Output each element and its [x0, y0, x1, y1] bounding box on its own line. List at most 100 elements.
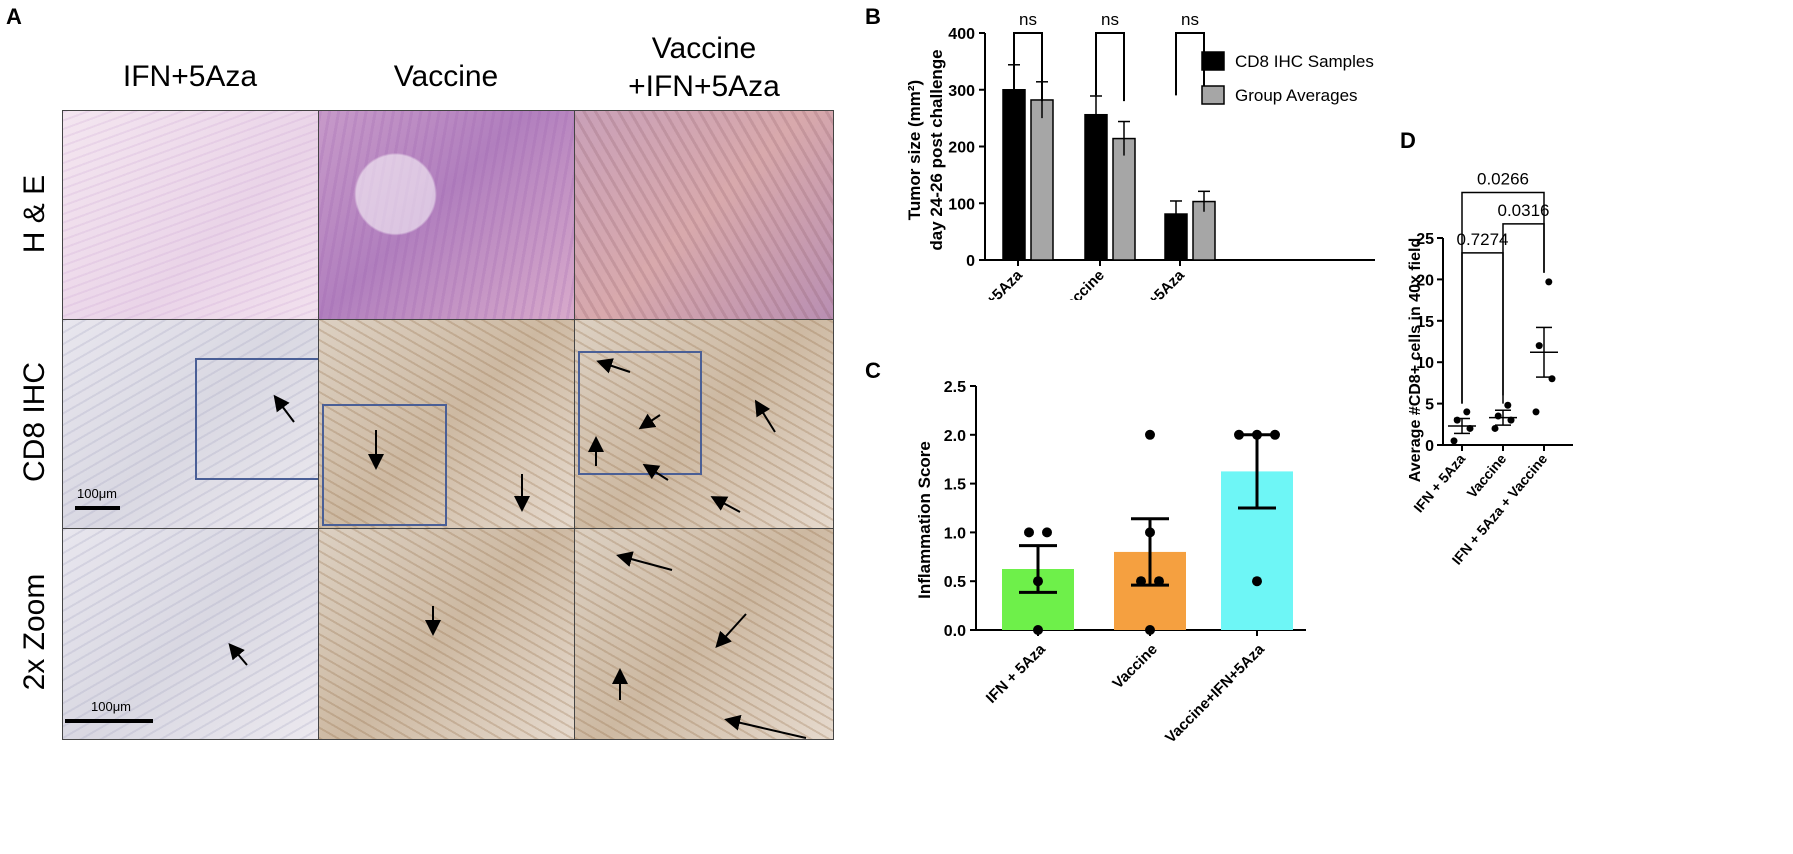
y-tick-label: 0	[1425, 438, 1434, 455]
bar	[1084, 113, 1108, 261]
y-axis-label: Average #CD8+ cells in 40x field	[1407, 238, 1424, 482]
comparison-bracket	[1461, 191, 1545, 404]
zoom-region-box	[322, 404, 447, 526]
y-tick-label: 100	[948, 196, 975, 213]
y-axis-label-line2: day 24-26 post challenge	[927, 49, 946, 250]
data-point	[1504, 401, 1512, 409]
y-axis-label: Inflammation Score	[915, 441, 934, 599]
x-tick-label: Vaccine+IFN+5Aza	[1162, 640, 1268, 746]
arrow	[273, 394, 295, 423]
data-point	[1154, 576, 1164, 587]
legend-label: CD8 IHC Samples	[1235, 52, 1374, 71]
y-tick-label: 0.5	[944, 574, 966, 591]
legend-swatch	[1201, 51, 1225, 71]
data-point	[1466, 424, 1474, 432]
column-header-vaccine-combo-line1: Vaccine	[651, 32, 757, 65]
y-tick-label: 15	[1416, 314, 1434, 331]
x-tick-label: Vaccine	[1109, 641, 1161, 693]
y-tick-label: 400	[948, 26, 975, 43]
legend-swatch	[1201, 85, 1225, 105]
significance-bracket	[1175, 32, 1205, 102]
data-point	[1033, 576, 1043, 587]
arrow	[715, 613, 747, 648]
panel-letter-a: A	[6, 4, 22, 29]
significance-label: ns	[1019, 10, 1037, 29]
y-tick-label: 25	[1416, 231, 1434, 248]
y-tick-label: 0.0	[944, 623, 966, 640]
arrow	[638, 413, 661, 430]
column-header-ifn-5aza: IFN+5Aza	[122, 60, 258, 93]
zoom-region-box	[578, 351, 702, 475]
data-point	[1463, 408, 1471, 416]
annotation-arrows	[228, 358, 807, 739]
data-point	[1234, 429, 1244, 440]
significance-label: ns	[1101, 10, 1119, 29]
data-point	[1145, 429, 1155, 440]
x-tick-label: IFN+5Aza	[966, 266, 1027, 300]
data-point	[1024, 527, 1034, 538]
y-tick-label: 1.0	[944, 525, 966, 542]
panel-letter-b: B	[865, 4, 881, 29]
y-tick-label: 200	[948, 140, 975, 157]
x-tick-label: Vaccine	[1056, 267, 1108, 300]
data-point	[1252, 576, 1262, 587]
y-tick-label: 20	[1416, 272, 1434, 289]
micrograph-zoom-vaccine	[318, 528, 575, 740]
data-point	[1450, 437, 1458, 445]
x-tick-label: IFN + 5Aza	[983, 640, 1049, 706]
arrow	[710, 496, 741, 513]
bar	[1112, 137, 1136, 261]
column-header-vaccine-combo-line2: +IFN+5Aza	[628, 70, 780, 103]
data-point	[1548, 375, 1556, 383]
y-tick-label: 300	[948, 83, 975, 100]
bar	[1030, 99, 1054, 261]
p-value-label: 0.0266	[1477, 169, 1529, 188]
data-point	[1535, 342, 1543, 350]
scale-bar	[75, 506, 120, 510]
arrow	[724, 714, 807, 739]
scale-bar	[65, 719, 153, 723]
data-point	[1252, 429, 1262, 440]
y-tick-label: 2.0	[944, 428, 966, 445]
data-point	[1453, 416, 1461, 424]
p-value-label: 0.0316	[1498, 201, 1550, 220]
data-point	[1042, 527, 1052, 538]
y-tick-label: 10	[1416, 355, 1434, 372]
data-point	[1494, 412, 1502, 420]
comparison-bracket	[1502, 223, 1545, 396]
comparison-bracket	[1461, 252, 1504, 404]
significance-bracket	[1013, 32, 1043, 102]
arrow	[228, 642, 248, 666]
arrow	[642, 463, 669, 481]
data-point	[1491, 424, 1499, 432]
data-point	[1545, 278, 1553, 286]
data-point	[1532, 408, 1540, 416]
y-tick-label: 5	[1425, 397, 1434, 414]
arrow	[596, 358, 631, 374]
arrow	[616, 551, 673, 571]
significance-bracket	[1095, 32, 1125, 102]
panel-letter-d: D	[1400, 128, 1416, 153]
bar	[1002, 89, 1026, 261]
data-point	[1136, 576, 1146, 587]
significance-label: ns	[1181, 10, 1199, 29]
arrow	[754, 399, 776, 433]
data-point	[1270, 429, 1280, 440]
scale-bar-label: 100μm	[77, 486, 118, 501]
micrograph-cd8-combo	[574, 319, 834, 529]
column-header-vaccine: Vaccine	[393, 60, 499, 93]
data-point	[1507, 416, 1515, 424]
y-tick-label: 1.5	[944, 477, 966, 494]
p-value-label: 0.7274	[1457, 230, 1509, 249]
micrograph-zoom-ifn-5aza: 100μm	[62, 528, 319, 740]
y-tick-label: 2.5	[944, 379, 966, 396]
legend-label: Group Averages	[1235, 86, 1358, 105]
zoom-region-box	[195, 358, 318, 480]
y-tick-label: 0	[966, 253, 975, 270]
data-point	[1145, 527, 1155, 538]
y-axis-label-line1: Tumor size (mm²)	[905, 80, 924, 220]
scale-bar-label: 100μm	[91, 699, 132, 714]
